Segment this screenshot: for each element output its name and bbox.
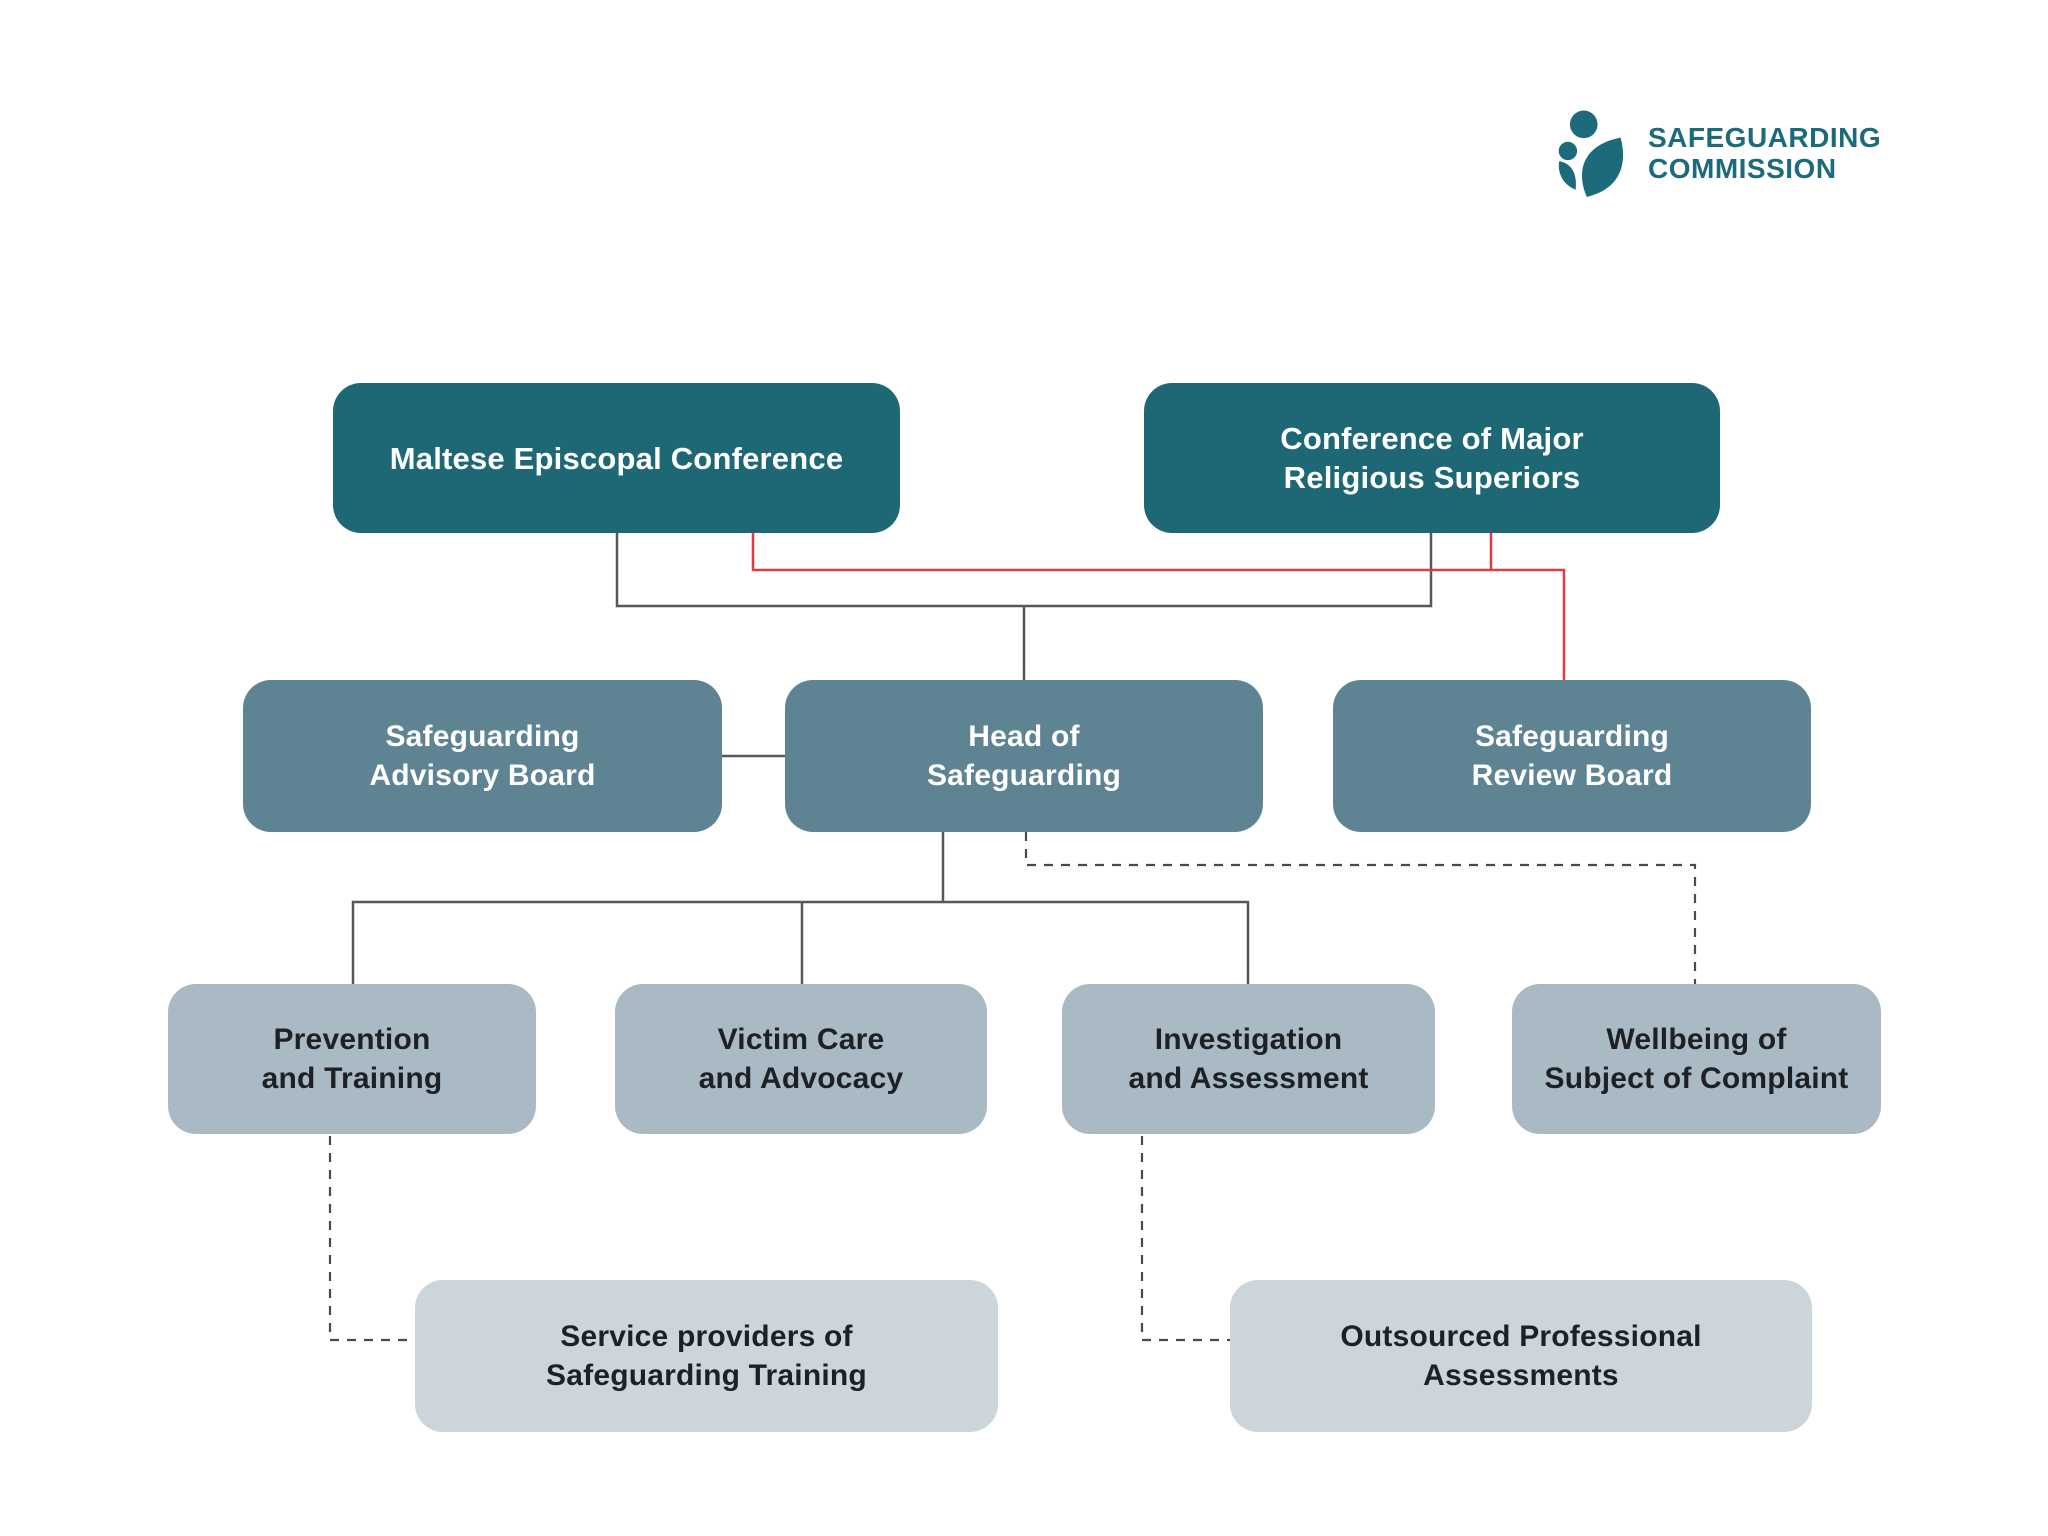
node-label-line-2: Review Board xyxy=(1471,759,1673,792)
node-label-line-1: Service providers of xyxy=(560,1320,853,1353)
node-label-line-2: Assessments xyxy=(1423,1359,1619,1392)
dashed-prevention-to-service xyxy=(328,1136,417,1342)
node-wellbeing-of-subject-of-complaint: Wellbeing of Subject of Complaint xyxy=(1512,984,1881,1134)
node-label-line-1: Safeguarding xyxy=(1474,720,1670,753)
node-label-line-1: Safeguarding xyxy=(385,720,580,753)
node-conference-of-major-religious-superiors: Conference of Major Religious Superiors xyxy=(1144,383,1720,533)
node-label-line-2: Advisory Board xyxy=(369,759,596,792)
node-label-line-1: Victim Care xyxy=(717,1023,885,1056)
node-label-line-2: Religious Superiors xyxy=(1283,460,1581,495)
node-safeguarding-review-board: Safeguarding Review Board xyxy=(1333,680,1811,832)
node-victim-care-and-advocacy: Victim Care and Advocacy xyxy=(615,984,987,1134)
node-head-of-safeguarding: Head of Safeguarding xyxy=(785,680,1263,832)
node-label-line-2: and Training xyxy=(261,1062,443,1095)
node-label: Maltese Episcopal Conference xyxy=(389,440,844,476)
node-label-line-1: Conference of Major xyxy=(1280,421,1584,456)
dashed-investigation-to-outsourced xyxy=(1140,1136,1232,1342)
node-prevention-and-training: Prevention and Training xyxy=(168,984,536,1134)
node-label-line-1: Wellbeing of xyxy=(1606,1023,1787,1056)
node-label-line-2: Safeguarding Training xyxy=(546,1359,867,1392)
logo-wordmark: SAFEGUARDING COMMISSION xyxy=(1648,122,1881,184)
node-label-line-1: Investigation xyxy=(1154,1023,1343,1056)
node-label-line-1: Prevention xyxy=(273,1023,431,1056)
red-line-to-review-board xyxy=(751,533,1566,680)
node-label-line-1: Outsourced Professional xyxy=(1340,1320,1702,1353)
node-outsourced-professional-assessments: Outsourced Professional Assessments xyxy=(1230,1280,1812,1432)
node-label-line-2: and Advocacy xyxy=(698,1062,904,1095)
dashed-head-to-wellbeing xyxy=(1024,832,1697,984)
node-safeguarding-advisory-board: Safeguarding Advisory Board xyxy=(243,680,722,832)
node-service-providers-of-safeguarding-training: Service providers of Safeguarding Traini… xyxy=(415,1280,998,1432)
node-label-line-2: and Assessment xyxy=(1128,1062,1369,1095)
node-label-line-2: Subject of Complaint xyxy=(1544,1062,1849,1095)
logo-figure-icon xyxy=(1558,110,1624,197)
line-distribution xyxy=(351,900,1250,984)
node-label-line-2: Safeguarding xyxy=(926,759,1122,792)
node-label-line-1: Head of xyxy=(968,720,1080,753)
logo-line-2: COMMISSION xyxy=(1648,153,1837,184)
logo-line-1: SAFEGUARDING xyxy=(1648,122,1882,153)
node-maltese-episcopal-conference: Maltese Episcopal Conference xyxy=(333,383,900,533)
node-investigation-and-assessment: Investigation and Assessment xyxy=(1062,984,1435,1134)
safeguarding-commission-logo: SAFEGUARDING COMMISSION xyxy=(1558,108,1881,198)
